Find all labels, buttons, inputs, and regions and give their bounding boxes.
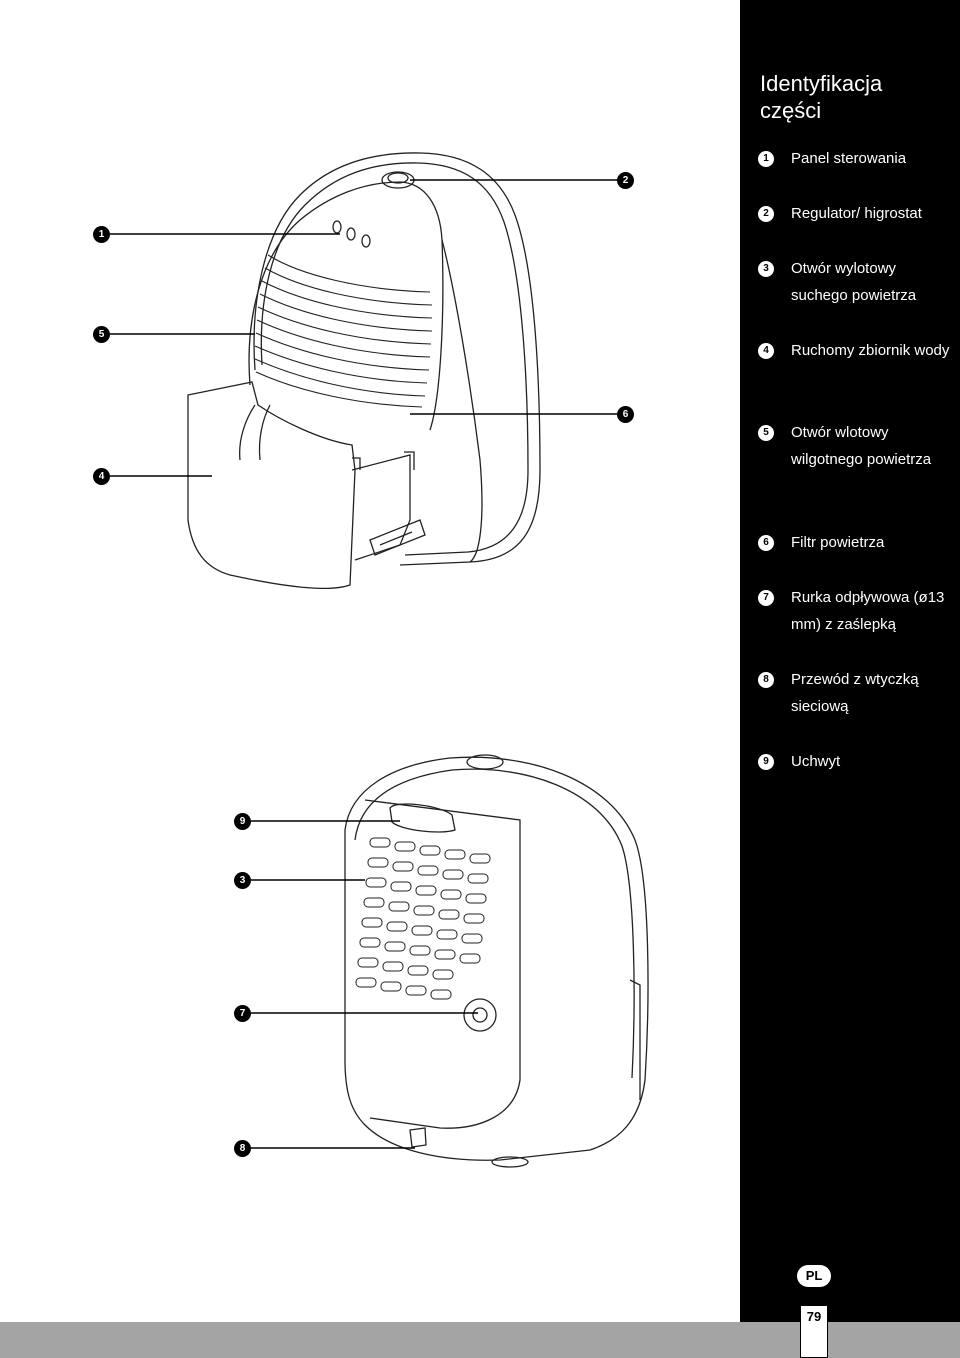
part-label: Otwór wlotowy wilgotnego powietrza [791,424,932,468]
part-label: Regulator/ higrostat [791,205,922,222]
callout-back-3: 3 [234,872,251,889]
callout-back-8: 8 [234,1140,251,1157]
callout-back-9: 9 [234,813,251,830]
part-label: Przewód z wtyczką sieciową [791,671,919,715]
illustrations [110,152,649,1168]
section-title: Identyfikacja części [760,70,950,124]
leader-lines [110,179,617,1149]
callout-front-6: 6 [617,406,634,423]
part-number: 9 [758,754,774,770]
callout-front-2: 2 [617,172,634,189]
part-label: Rurka odpływowa (ø13 mm) z zaślepką [791,589,945,633]
dehumidifier-front-drawing [187,152,541,590]
part-label: Filtr powietrza [791,534,885,551]
part-label: Otwór wylotowy suchego powietrza [791,260,917,304]
section-title-line2: części [760,98,822,123]
part-label: Panel sterowania [791,150,907,167]
sidebar-panel [740,0,960,1358]
part-number: 8 [758,672,774,688]
part-number: 5 [758,425,774,441]
part-number: 2 [758,206,774,222]
dehumidifier-back-drawing [344,754,649,1168]
part-label: Ruchomy zbiornik wody [791,342,950,359]
callout-front-1: 1 [93,226,110,243]
callout-front-5: 5 [93,326,110,343]
part-number: 3 [758,261,774,277]
section-title-line1: Identyfikacja [760,71,883,96]
part-number: 6 [758,535,774,551]
page-number-box: 79 [800,1305,828,1358]
part-number: 4 [758,343,774,359]
callout-front-4: 4 [93,468,110,485]
part-number: 7 [758,590,774,606]
callout-back-7: 7 [234,1005,251,1022]
page-number: 79 [806,1309,822,1324]
part-number: 1 [758,151,774,167]
part-label: Uchwyt [791,753,841,770]
language-badge: PL [797,1265,831,1287]
